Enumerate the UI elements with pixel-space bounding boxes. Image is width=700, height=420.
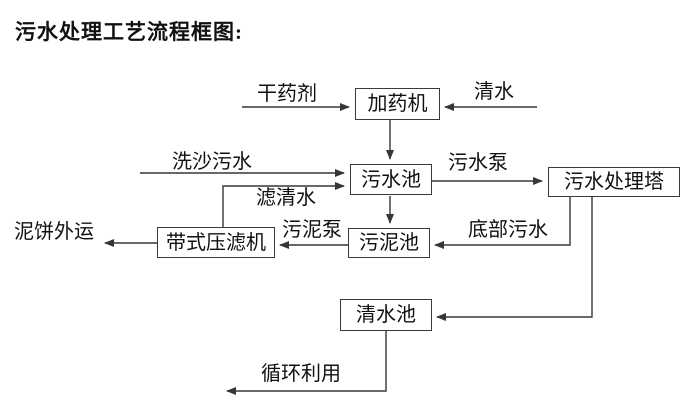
- edge-bottom-sewage-tower-to-sludge-pool: [434, 197, 571, 249]
- edge-clean-water-pool-to-recycle: [226, 331, 387, 395]
- edge-label-mud-cake-outbound: 泥饼外运: [14, 221, 94, 243]
- node-dosing-machine: 加药机: [355, 88, 440, 120]
- edge-label-filtered-water: 滤清水: [256, 187, 316, 209]
- edge-label-bottom-sewage: 底部污水: [468, 219, 548, 241]
- edge-label-sand-wash-sewage: 洗沙污水: [172, 151, 252, 173]
- edge-label-sewage-pump: 污水泵: [448, 152, 508, 174]
- edge-tower-to-clean-water-pool: [436, 197, 593, 321]
- node-sludge-pool: 污泥池: [348, 228, 430, 258]
- edge-label-clean-water: 清水: [474, 81, 514, 103]
- page-title: 污水处理工艺流程框图:: [15, 20, 243, 44]
- edge-filtered-water-belt-press-to-sewage-pool: [222, 182, 345, 227]
- edge-label-sludge-pump: 污泥泵: [282, 219, 342, 241]
- node-clean-water-pool: 清水池: [340, 299, 432, 331]
- node-belt-filter-press: 带式压滤机: [157, 227, 275, 258]
- edge-label-dry-agent: 干药剂: [257, 83, 317, 105]
- node-sewage-pool: 污水池: [350, 164, 432, 195]
- node-treatment-tower: 污水处理塔: [548, 167, 680, 197]
- edge-label-recycle-use: 循环利用: [261, 363, 341, 385]
